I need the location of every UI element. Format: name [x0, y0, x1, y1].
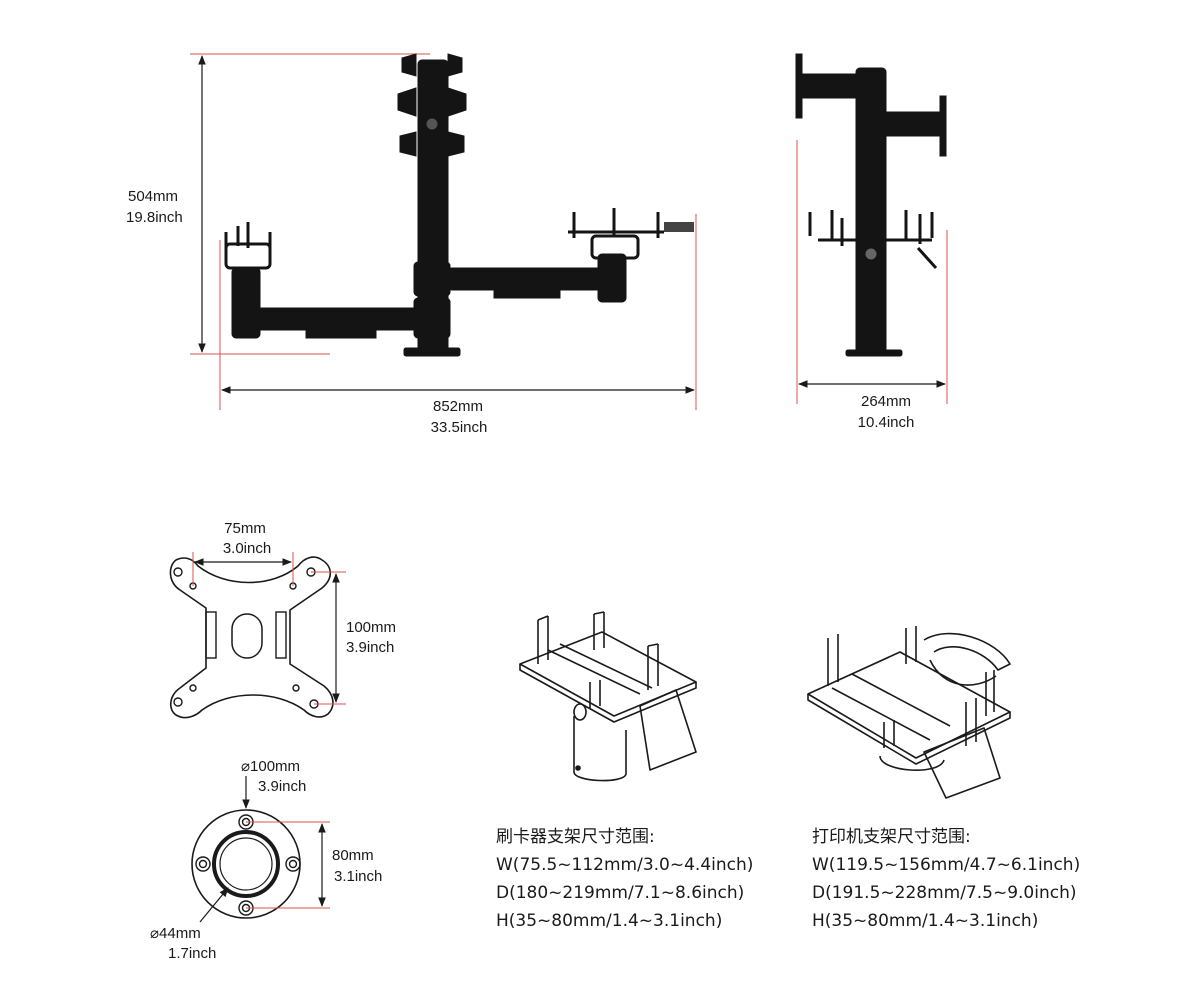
card-reader-spec-height: H(35~80mm/1.4~3.1inch): [496, 911, 723, 931]
vesa-horizontal-inch: 3.0inch: [223, 540, 271, 557]
base-spacing-inch: 3.1inch: [334, 868, 382, 885]
vesa-side-slots: [205, 611, 287, 659]
base-extension-lines: [246, 821, 330, 909]
side-extension-lines: [796, 140, 948, 404]
base-pole-circle: [212, 830, 280, 898]
base-pole-mm: ⌀44mm: [150, 925, 201, 942]
base-spacing-mm: 80mm: [332, 847, 374, 864]
printer-spec-width: W(119.5~156mm/4.7~6.1inch): [812, 855, 1081, 875]
base-pole-leader: [199, 887, 229, 923]
side-stand-illustration: [795, 53, 947, 357]
card-reader-spec-depth: D(180~219mm/7.1~8.6inch): [496, 883, 745, 903]
base-outer-inch: 3.9inch: [258, 778, 306, 795]
width-mm-label: 852mm: [433, 398, 483, 415]
base-outer-circle: [191, 809, 301, 919]
printer-spec: 打印机支架尺寸范围: W(119.5~156mm/4.7~6.1inch) D(…: [812, 823, 1080, 935]
card-reader-spec-width: W(75.5~112mm/3.0~4.4inch): [496, 855, 754, 875]
width-inch-label: 33.5inch: [431, 419, 488, 436]
vesa-plate-view: 75mm 3.0inch 100mm 3.9inch: [169, 520, 396, 719]
vesa-vertical-mm: 100mm: [346, 619, 396, 636]
card-reader-spec-title: 刷卡器支架尺寸范围:: [496, 827, 655, 847]
side-view: 264mm 10.4inch: [795, 53, 948, 431]
card-reader-holder-illustration: [519, 611, 697, 782]
height-inch-label: 19.8inch: [126, 209, 183, 226]
card-reader-spec: 刷卡器支架尺寸范围: W(75.5~112mm/3.0~4.4inch) D(1…: [496, 823, 753, 935]
vesa-horizontal-mm: 75mm: [224, 520, 266, 537]
printer-spec-height: H(35~80mm/1.4~3.1inch): [812, 911, 1039, 931]
vesa-vertical-inch: 3.9inch: [346, 639, 394, 656]
vesa-plate-outline: [169, 556, 334, 719]
vesa-center-slot: [231, 613, 263, 659]
base-outer-mm: ⌀100mm: [241, 758, 300, 775]
printer-spec-depth: D(191.5~228mm/7.5~9.0inch): [812, 883, 1077, 903]
base-plate-view: ⌀100mm 3.9inch 80mm 3.1inch ⌀44mm 1.7inc…: [150, 758, 382, 962]
front-extension-lines: [190, 53, 697, 410]
depth-mm-label: 264mm: [861, 393, 911, 410]
base-pole-inch: 1.7inch: [168, 945, 216, 962]
height-mm-label: 504mm: [128, 188, 178, 205]
front-view: 504mm 19.8inch 852mm 33.5inch: [126, 53, 697, 436]
printer-spec-title: 打印机支架尺寸范围:: [812, 827, 971, 847]
printer-holder-illustration: [807, 626, 1011, 799]
depth-inch-label: 10.4inch: [858, 414, 915, 431]
vesa-extension-lines: [192, 552, 346, 705]
front-stand-illustration: [224, 53, 694, 357]
